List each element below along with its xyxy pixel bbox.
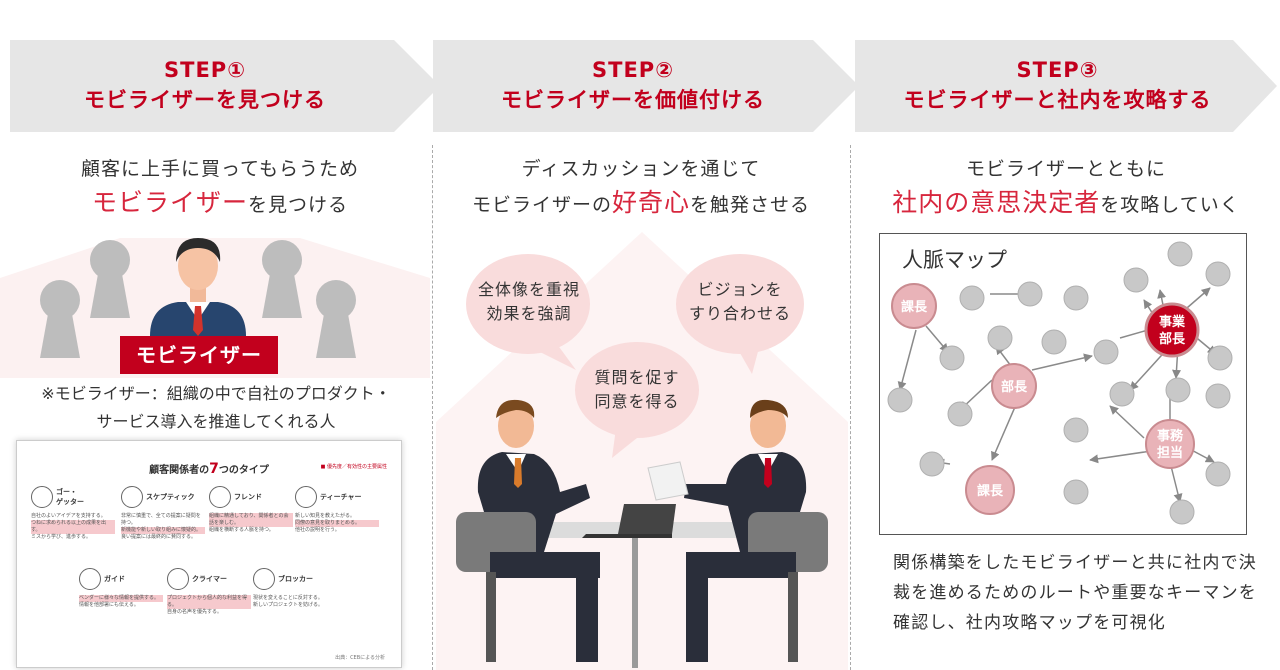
- mobilizer-illustration: [0, 238, 430, 378]
- network-map-title: 人脈マップ: [902, 248, 1007, 272]
- col3-lead-rest: を攻略していく: [1100, 194, 1240, 216]
- step1-title: モビライザーを見つける: [84, 88, 326, 112]
- businessman-icon: [150, 238, 246, 336]
- mobilizer-definition-note: ※モビライザー：組織の中で自社のプロダクト・ サービス導入を推進してくれる人: [6, 380, 426, 436]
- col3-lead-line1: モビライザーとともに: [965, 158, 1166, 180]
- person-icon: [79, 568, 101, 590]
- node-bucho: 部長: [1001, 379, 1028, 395]
- step3-arrow-shape: [855, 40, 1277, 132]
- col1-lead-line1: 顧客に上手に買ってもらうため: [80, 158, 360, 180]
- person-icon: [31, 486, 53, 508]
- col2-lead-line1: ディスカッションを通じて: [521, 158, 761, 180]
- doc-title-number: 7: [209, 461, 219, 477]
- type-card-friend: フレンド 組織に精通しており、関係者との会話を楽しむ。組織を横断する人脈を持つ。: [209, 485, 293, 557]
- bubble-question: 質問を促す 同意を得る: [594, 368, 680, 411]
- mobilizer-label: モビライザー: [120, 336, 278, 374]
- doc-title: 顧客関係者の7つのタイプ: [149, 461, 269, 477]
- discussion-illustration: [436, 232, 848, 670]
- col3-lead: モビライザーとともに 社内の意思決定者を攻略していく: [856, 152, 1276, 222]
- col3-lead-highlight: 社内の意思決定者: [892, 188, 1101, 217]
- node-jimu-line2: 担当: [1157, 445, 1183, 461]
- customer-types-document: 顧客関係者の7つのタイプ ■ 優先度／有効性の主要属性 ゴー・ ゲッター 自社の…: [16, 440, 402, 668]
- person-icon: [253, 568, 275, 590]
- col1-lead-highlight: モビライザー: [91, 188, 248, 217]
- note-line1: ※モビライザー：組織の中で自社のプロダクト・: [41, 384, 391, 403]
- speech-bubbles: [466, 254, 804, 458]
- col2-lead: ディスカッションを通じて モビライザーの好奇心を触発させる: [436, 152, 846, 222]
- network-map-graph: 課長 部長 事業 部長 事務 担当 課長: [887, 241, 1233, 525]
- network-map: 人脈マップ: [879, 233, 1247, 535]
- step2-arrow-shape: [433, 40, 859, 132]
- type-card-blocker: ブロッカー 現状を変えることに反対する。新しいプロジェクトを妨げる。: [253, 567, 337, 639]
- step3-number: STEP③: [1016, 58, 1099, 82]
- type-card-guide: ガイド ベンダーに様々な情報を提供する。情報を他部署にも伝える。: [79, 567, 163, 639]
- meeting-table: [532, 504, 752, 668]
- network-nodes-gray: [887, 241, 1233, 525]
- step3-title: モビライザーと社内を攻略する: [903, 88, 1212, 112]
- person-icon: [167, 568, 189, 590]
- type-card-go-getter: ゴー・ ゲッター 自社のよいアイデアを支持する。つねに求められる以上の成果を出す…: [31, 485, 115, 557]
- col3-summary: 関係構築をしたモビライザーと共に社内で決裁を進めるためのルートや重要なキーマンを…: [893, 553, 1257, 633]
- col1-lead-rest: を見つける: [248, 194, 349, 216]
- type-card-teacher: ティーチャー 新しい知見を教えたがる。同僚の意見を取りまとめる。他社の説明を行う…: [295, 485, 379, 557]
- bubble-vision: ビジョンを すり合わせる: [688, 280, 791, 323]
- person-icon: [209, 486, 231, 508]
- person-icon: [295, 486, 317, 508]
- doc-source: 出典：CEBによる分析: [335, 655, 385, 661]
- person-icon: [121, 486, 143, 508]
- step1-number: STEP①: [164, 58, 246, 82]
- note-line2: サービス導入を推進してくれる人: [96, 412, 336, 431]
- step2-title: モビライザーを価値付ける: [501, 88, 765, 112]
- step2-number: STEP②: [592, 58, 674, 82]
- col1-lead: 顧客に上手に買ってもらうため モビライザーを見つける: [10, 152, 430, 222]
- step1-arrow-shape: [10, 40, 440, 132]
- gray-person-icons: [40, 240, 356, 358]
- doc-legend: ■ 優先度／有効性の主要属性: [320, 464, 387, 470]
- node-jigyo-line1: 事業: [1159, 314, 1186, 330]
- node-jimu-line1: 事務: [1157, 428, 1184, 444]
- right-businessman-icon: [647, 399, 828, 662]
- left-businessman-icon: [456, 399, 600, 662]
- node-kacho-1: 課長: [901, 299, 928, 315]
- step2-banner: STEP② モビライザーを価値付ける: [433, 40, 859, 132]
- step1-banner: STEP① モビライザーを見つける: [10, 40, 440, 132]
- column-divider-2: [850, 145, 851, 670]
- type-card-skeptic: スケプティック 非常に慎重で、全ての提案に疑問を持つ。新機能や新しい取り組みに懐…: [121, 485, 205, 557]
- network-nodes-key: 課長 部長 事業 部長 事務 担当 課長: [891, 283, 1200, 515]
- col2-lead-post: を触発させる: [690, 194, 811, 216]
- bubble-big-picture: 全体像を重視 効果を強調: [477, 280, 580, 323]
- column-divider-1: [432, 145, 433, 670]
- type-card-climber: クライマー プロジェクトから個人的な利益を得る。自身の名声を優先する。: [167, 567, 251, 639]
- node-jigyo-line2: 部長: [1159, 331, 1186, 347]
- col2-lead-pre: モビライザーの: [471, 194, 612, 216]
- node-kacho-2: 課長: [977, 483, 1004, 499]
- step3-banner: STEP③ モビライザーと社内を攻略する: [855, 40, 1277, 132]
- col2-lead-highlight: 好奇心: [611, 188, 690, 217]
